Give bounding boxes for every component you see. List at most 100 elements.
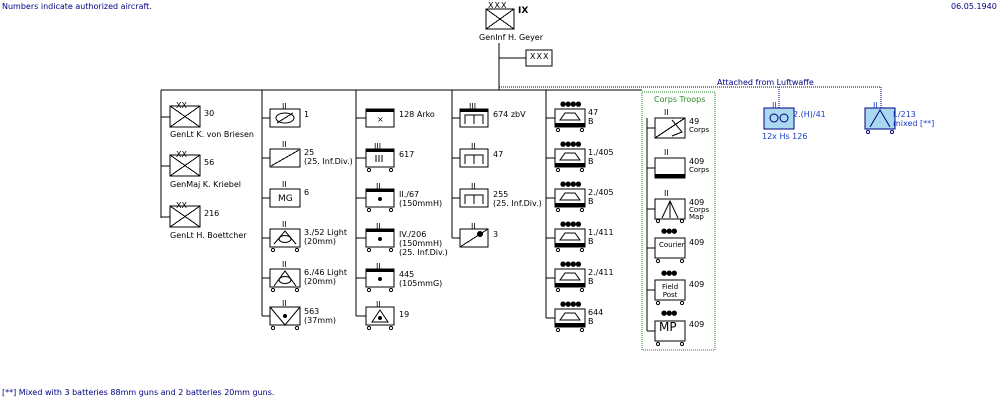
col2-5-symbol xyxy=(269,268,301,288)
ct-3-label: 409 xyxy=(689,198,705,207)
corps-size-marks: XXX xyxy=(488,1,508,10)
lw-1-propeller-left xyxy=(769,113,779,123)
col2-6-dot xyxy=(283,314,287,318)
col3-3-top-bar xyxy=(366,189,394,192)
div-2-commander: GenMaj K. Kriebel xyxy=(170,180,241,189)
col2-5-label: 6./46 Light xyxy=(304,268,348,277)
col3-6-marks: II xyxy=(376,300,381,309)
col5-4-marks: ●●●● xyxy=(560,220,581,228)
col2-2-marks: II xyxy=(282,140,287,149)
col3-1-label: 128 Arko xyxy=(399,110,435,119)
col5-2-bottom-bar xyxy=(555,163,585,167)
ct-4-symbol xyxy=(654,237,686,259)
col4-2-engineer-symbol xyxy=(464,154,484,164)
corps-hq-marks: XXX xyxy=(530,52,550,61)
col2-1-recon-oval xyxy=(275,112,295,124)
col5-2-label: 1./405 xyxy=(588,148,614,157)
col3-5-sub: (105mmG) xyxy=(399,279,443,288)
col5-3-marks: ●●●● xyxy=(560,180,581,188)
col2-4-label: 3./52 Light xyxy=(304,228,348,237)
ct-3-marks: II xyxy=(664,189,669,198)
ct-5-label: 409 xyxy=(689,280,705,289)
ct-2-sub: Corps xyxy=(689,166,710,174)
col5-3-wheel xyxy=(579,207,585,213)
col2-2-sub: (25. Inf.Div.) xyxy=(304,157,353,166)
col2-3-marks: II xyxy=(282,180,287,189)
col2-4-sub: (20mm) xyxy=(304,237,337,246)
col3-4-label: IV./206 xyxy=(399,230,427,239)
ct-4-wheel xyxy=(655,258,661,264)
col5-4-bridge-symbol xyxy=(559,232,581,241)
col3-4-wheel xyxy=(388,247,394,253)
col3-3-sub: (150mmH) xyxy=(399,199,443,208)
ct-2-label: 409 xyxy=(689,157,705,166)
col3-2-marks: III xyxy=(374,142,382,151)
ct-1-label: 49 xyxy=(689,117,700,126)
col3-3-marks: II xyxy=(376,182,381,191)
col2-3-symbol-text: MG xyxy=(278,194,293,204)
lw-1-marks: II xyxy=(772,101,777,110)
col2-3-label: 6 xyxy=(304,188,310,197)
col4-3-sub: (25. Inf.Div.) xyxy=(493,199,542,208)
col5-5-sub: B xyxy=(588,277,594,286)
col5-4-wheel xyxy=(579,247,585,253)
col5-1-sub: B xyxy=(588,117,594,126)
col5-4-wheel xyxy=(555,247,561,253)
ct-5-wheel xyxy=(655,300,661,306)
col5-3-sub: B xyxy=(588,197,594,206)
col4-3-label: 255 xyxy=(493,190,509,199)
col5-6-label: 644 xyxy=(588,308,604,317)
col3-2-wheel xyxy=(366,167,372,173)
ct-5-symbol xyxy=(654,279,686,301)
col3-3-dot xyxy=(378,197,382,201)
col5-5-wheel xyxy=(579,287,585,293)
col3-4-sub: (150mmH) (25. Inf.Div.) xyxy=(399,239,448,257)
col2-1-marks: II xyxy=(282,102,287,111)
ct-3-survey-symbol xyxy=(661,199,679,219)
col5-5-marks: ●●●● xyxy=(560,260,581,268)
div-2-marks: XX xyxy=(176,150,187,159)
col5-3-label: 2./405 xyxy=(588,188,614,197)
col2-5-aa-chevron xyxy=(273,270,297,287)
div-2-cross xyxy=(169,154,201,177)
div-1-commander: GenLt K. von Briesen xyxy=(170,130,254,139)
col5-6-marks: ●●●● xyxy=(560,300,581,308)
ct-6-label: 409 xyxy=(689,320,705,329)
luftwaffe-title: Attached from Luftwaffe xyxy=(717,78,814,87)
corps-symbol-cross xyxy=(485,8,515,30)
div-1-number: 30 xyxy=(204,109,215,118)
col4-4-marks: II xyxy=(471,222,476,231)
lw-2-wheel xyxy=(865,129,871,135)
div-3-commander: GenLt H. Boettcher xyxy=(170,231,247,240)
col5-2-wheel xyxy=(555,167,561,173)
ct-1-sub: Corps xyxy=(689,126,710,134)
col5-5-label: 2./411 xyxy=(588,268,614,277)
ct-1-signal-bolt xyxy=(671,119,683,137)
col5-2-marks: ●●●● xyxy=(560,140,581,148)
col3-6-wheel xyxy=(366,325,372,331)
col3-5-dot xyxy=(378,277,382,281)
col3-3-wheel xyxy=(366,207,372,213)
col3-4-dot xyxy=(378,237,382,241)
corps-troops-frame xyxy=(641,91,716,351)
ct-6-wheel xyxy=(655,341,661,347)
lw-2-marks: II xyxy=(873,101,878,110)
col4-4-signal xyxy=(477,231,483,237)
col3-2-top-bar xyxy=(366,149,394,152)
col3-2-wheel xyxy=(388,167,394,173)
ct-1-signal-slash xyxy=(654,117,686,139)
lw-2-sub: mixed [**] xyxy=(893,119,935,128)
col3-2-label: 617 xyxy=(399,150,415,159)
col2-4-symbol xyxy=(269,228,301,248)
col2-1-recon-slash xyxy=(276,112,294,124)
lw-2-symbol xyxy=(864,107,896,130)
div-1-marks: XX xyxy=(176,101,187,110)
col2-2-label: 25 xyxy=(304,148,315,157)
col4-1-top-bar xyxy=(460,109,488,112)
col4-3-engineer-symbol xyxy=(464,194,484,204)
ct-6-wheel xyxy=(679,341,685,347)
col5-6-wheel xyxy=(579,327,585,333)
col4-4-slash xyxy=(459,228,489,248)
col2-4-marks: II xyxy=(282,220,287,229)
lw-2-aa-chevron xyxy=(869,109,891,128)
